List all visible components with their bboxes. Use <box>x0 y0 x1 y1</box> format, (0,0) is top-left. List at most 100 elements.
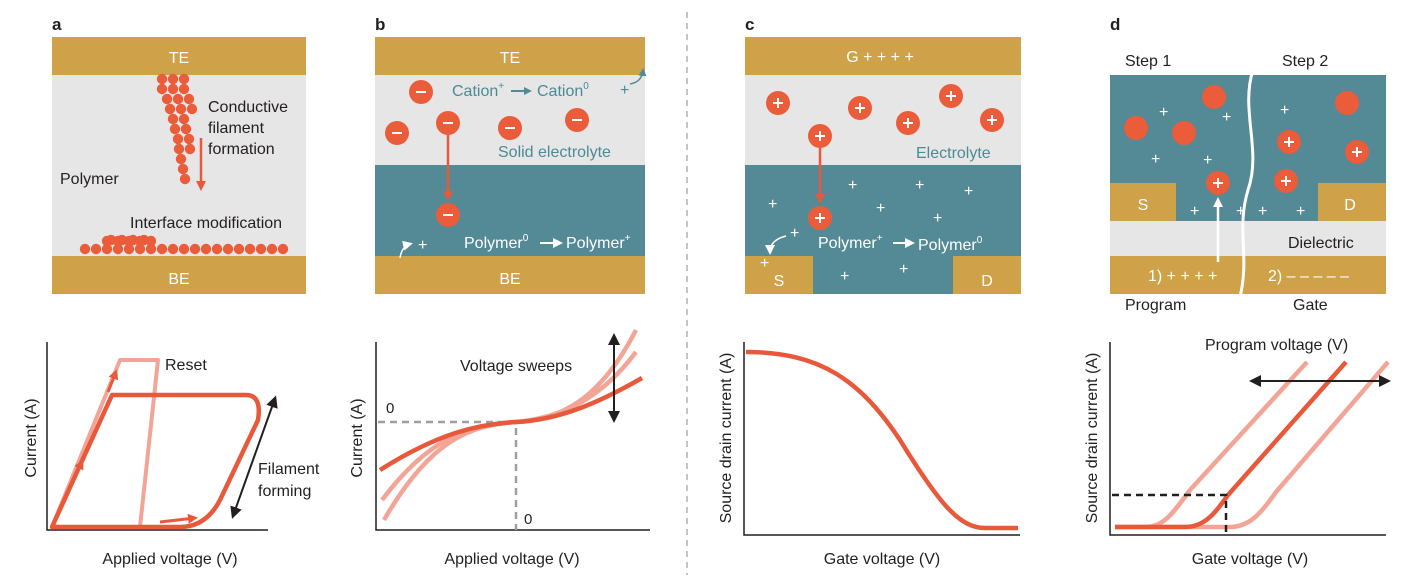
filament-particle <box>169 123 181 135</box>
svg-text:+: + <box>1222 109 1231 126</box>
plot-a-xlabel: Applied voltage (V) <box>102 551 237 568</box>
plot-b-zero-x: 0 <box>524 511 532 528</box>
svg-text:+: + <box>1236 203 1245 220</box>
filament-particle <box>180 123 192 135</box>
reset-label: Reset <box>165 357 207 374</box>
reset-arrow-up <box>106 369 119 393</box>
interface-particle <box>277 243 289 255</box>
polymer-plus-label: Polymer+ <box>566 233 631 252</box>
plot-d: Source drain current (A) Gate voltage (V… <box>1084 337 1391 568</box>
interface-particle <box>266 243 278 255</box>
plot-b-ylabel: Current (A) <box>349 398 366 477</box>
solid-electrolyte-label: Solid electrolyte <box>498 144 611 161</box>
svg-text:+: + <box>790 225 799 242</box>
polymer-label: Polymer <box>60 171 119 188</box>
panel-b: b TE BE Cation+ Cation0 + Solid electrol… <box>375 15 647 294</box>
electrolyte-layer <box>745 75 1021 165</box>
interface-particle <box>211 243 223 255</box>
hysteresis-arrow-right <box>159 513 198 524</box>
interface-particle <box>145 235 157 247</box>
filament-particle <box>167 83 179 95</box>
cation-plus-symbol: + <box>620 82 629 99</box>
svg-text:+: + <box>768 196 777 213</box>
plot-d-ylabel: Source drain current (A) <box>1084 353 1101 524</box>
svg-text:+: + <box>848 177 857 194</box>
reset-curve <box>50 358 160 528</box>
filament-particle <box>172 93 184 105</box>
step1-label: Step 1 <box>1125 53 1171 70</box>
filament-particle <box>173 143 185 155</box>
svg-text:+: + <box>915 177 924 194</box>
plot-c-ylabel: Source drain current (A) <box>718 353 735 524</box>
panel-d: d Step 1 Step 2 S D Dielectric 1) + + + … <box>1110 15 1386 314</box>
ion-group-d <box>1124 85 1369 195</box>
svg-text:+: + <box>964 183 973 200</box>
bottom-electrode-label: BE <box>168 271 189 288</box>
polymer-zero-label-c: Polymer0 <box>918 235 983 254</box>
filament-particle <box>178 113 190 125</box>
bottom-electrode-b-label: BE <box>499 271 520 288</box>
top-electrode <box>52 37 306 75</box>
interface-particle <box>156 243 168 255</box>
polymer-zero-label: Polymer0 <box>464 233 529 252</box>
filament-particle <box>167 113 179 125</box>
anion-group <box>385 80 589 227</box>
read-crosshair <box>1112 493 1228 535</box>
plot-a-axes <box>46 342 268 531</box>
program-voltage-label: Program voltage (V) <box>1205 337 1348 354</box>
id-curve-main <box>1115 360 1348 530</box>
interface-particle <box>244 243 256 255</box>
filament-particle <box>178 73 190 85</box>
interface-particle <box>167 243 179 255</box>
svg-text:+: + <box>899 261 908 278</box>
panel-a-letter: a <box>52 15 62 34</box>
filament-particle <box>175 103 187 115</box>
filament-particle <box>175 153 187 165</box>
interface-particle <box>189 243 201 255</box>
interface-label: Interface modification <box>130 215 282 232</box>
program-bias-label: 1) + + + + <box>1148 268 1217 285</box>
interface-particle <box>233 243 245 255</box>
bottom-electrode <box>52 256 306 294</box>
filament-particle <box>167 73 179 85</box>
svg-text:+: + <box>933 210 942 227</box>
transfer-curve <box>745 349 1018 531</box>
filament-particle <box>183 133 195 145</box>
channel-holes: +++ +++ +++ + <box>760 177 973 285</box>
program-label: Program <box>1125 297 1186 314</box>
hysteresis-arrow-up <box>70 459 84 483</box>
top-electrode-label: TE <box>169 50 189 67</box>
interface-particle <box>112 235 124 247</box>
plot-b: Current (A) Applied voltage (V) 0 0 Volt… <box>349 328 650 568</box>
cation-zero-label: Cation0 <box>537 81 589 100</box>
svg-text:+: + <box>840 268 849 285</box>
bottom-electrode-b <box>375 256 645 294</box>
plot-d-axes <box>1109 342 1386 536</box>
cation-plus-label: Cation+ <box>452 81 504 100</box>
svg-text:+: + <box>1258 203 1267 220</box>
plot-d-xlabel: Gate voltage (V) <box>1192 551 1309 568</box>
svg-text:+: + <box>1280 102 1289 119</box>
svg-text:+: + <box>1296 203 1305 220</box>
interface-particle <box>101 235 113 247</box>
interface-particle <box>200 243 212 255</box>
gate-electrode-d <box>1110 256 1386 294</box>
interface-particle <box>145 243 157 255</box>
interface-particles <box>79 234 289 255</box>
gate-electrode <box>745 37 1021 75</box>
dielectric-layer <box>1110 221 1386 256</box>
filament-particle <box>186 103 198 115</box>
filament-particle <box>184 143 196 155</box>
filament-particle <box>178 83 190 95</box>
conductive-filament <box>156 73 198 185</box>
top-electrode-b-label: TE <box>500 50 520 67</box>
polymer-charge-arrow <box>399 240 413 259</box>
interface-particle <box>222 243 234 255</box>
drain-label: D <box>981 273 993 290</box>
interface-particle <box>79 243 91 255</box>
filament-particle <box>172 133 184 145</box>
interface-particle <box>112 243 124 255</box>
svg-text:+: + <box>1190 203 1199 220</box>
svg-text:+: + <box>1151 151 1160 168</box>
